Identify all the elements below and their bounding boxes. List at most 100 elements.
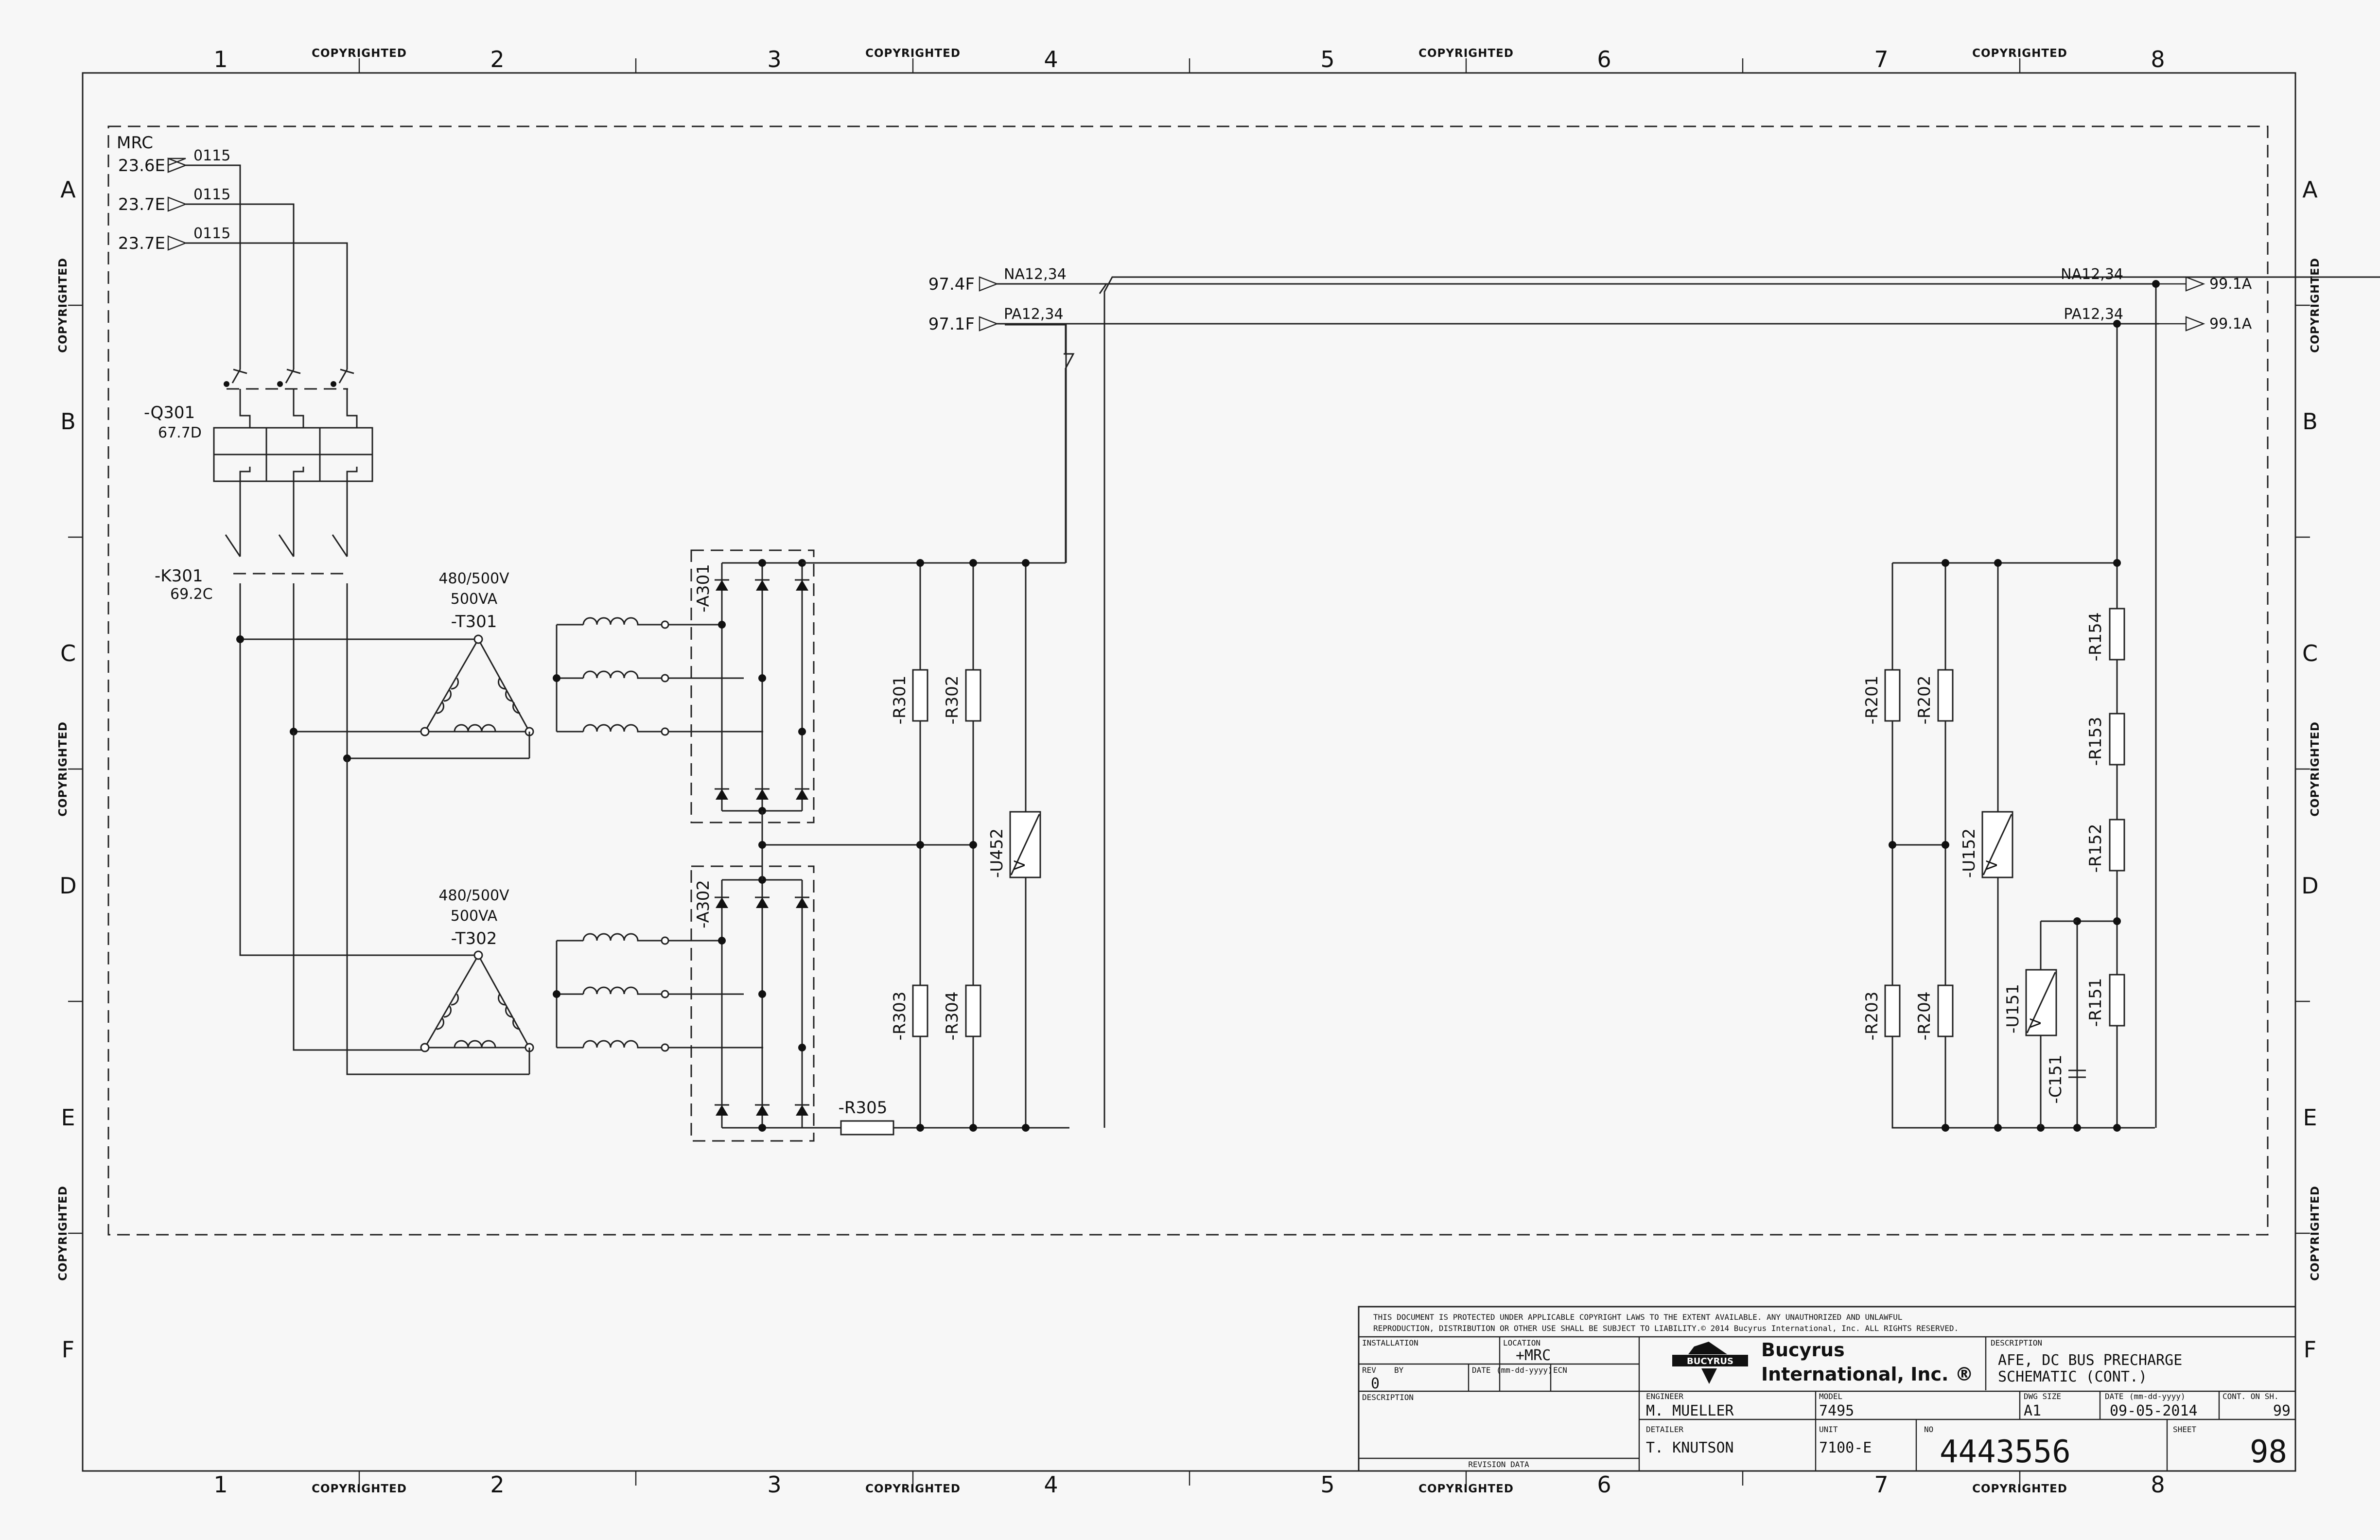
copyright-mark-top-4: COPYRIGHTED <box>1972 47 2067 60</box>
zone-col-top-6: 6 <box>1597 46 1611 72</box>
r301-tag: -R301 <box>890 676 910 725</box>
tb-company-2: International, Inc. ® <box>1761 1364 1974 1385</box>
tb-desc-line1: AFE, DC BUS PRECHARGE <box>1998 1352 2182 1369</box>
tb-model-label: MODEL <box>1819 1392 1842 1401</box>
u452-tag: -U452 <box>987 828 1007 878</box>
input-ref-2: 23.7E <box>118 195 165 214</box>
c151-tag: -C151 <box>2046 1055 2065 1104</box>
tb-date-label: DATE <box>1472 1365 1491 1375</box>
tb-date: 09-05-2014 <box>2110 1402 2198 1419</box>
zone-col-top-8: 8 <box>2151 46 2165 72</box>
r302-tag: -R302 <box>943 676 962 725</box>
rectifier-a301: -A301 <box>690 549 815 823</box>
zone-row-right-A: A <box>2302 176 2318 203</box>
r305-tag: -R305 <box>839 1098 888 1118</box>
zone-row-left-D: D <box>59 873 76 899</box>
copyright-mark-bottom-1: COPYRIGHTED <box>312 1483 407 1495</box>
r201-tag: -R201 <box>1862 676 1882 725</box>
copyright-mark-left-3: COPYRIGHTED <box>57 1186 70 1281</box>
u452-symbol: V <box>1012 860 1029 870</box>
right-dc-network: -R201 -R202 -R203 -R204 -R154 -R153 -R15… <box>1862 280 2160 1132</box>
r152-tag: -R152 <box>2086 824 2105 873</box>
copyright-mark-top-3: COPYRIGHTED <box>1418 47 1514 60</box>
bus-output-terminals: NA12,34 PA12,34 99.1A 99.1A <box>2061 266 2252 332</box>
tb-no-label: NO <box>1924 1425 1933 1434</box>
tb-dwgsize: A1 <box>2024 1402 2041 1419</box>
breaker-to-contactor-wires <box>239 481 348 557</box>
u152-symbol: V <box>1984 860 2001 870</box>
t301-tag: -T301 <box>451 612 497 631</box>
input-terminals: 23.6E 23.7E 23.7E 0115 0115 0115 <box>118 147 231 253</box>
zone-col-bottom-7: 7 <box>1874 1471 1888 1498</box>
tb-cont-label: CONT. ON SH. <box>2222 1392 2279 1401</box>
tb-desc-header: DESCRIPTION <box>1991 1338 2042 1348</box>
tb-number: 4443556 <box>1940 1434 2071 1470</box>
zone-col-top-2: 2 <box>490 46 504 72</box>
tb-cont: 99 <box>2273 1402 2291 1419</box>
mrc-enclosure <box>107 125 2269 1236</box>
a301-tag: -A301 <box>694 564 713 612</box>
tb-model: 7495 <box>1819 1402 1854 1419</box>
t301-power: 500VA <box>451 591 498 608</box>
copyright-mark-right-3: COPYRIGHTED <box>2309 1186 2322 1281</box>
zone-row-left-B: B <box>60 408 76 435</box>
u152-tag: -U152 <box>1960 828 1979 878</box>
r153-tag: -R153 <box>2086 717 2105 766</box>
zone-col-top-1: 1 <box>213 46 228 72</box>
u151-symbol: V <box>2028 1018 2045 1028</box>
zone-col-top-5: 5 <box>1320 46 1334 72</box>
tb-revision-data-label: REVISION DATA <box>1468 1460 1529 1469</box>
copyright-mark-bottom-3: COPYRIGHTED <box>1418 1483 1514 1495</box>
r204-tag: -R204 <box>1915 992 1934 1041</box>
tb-company-1: Bucyrus <box>1761 1339 1845 1361</box>
copyright-mark-bottom-2: COPYRIGHTED <box>865 1483 961 1495</box>
copyright-mark-bottom-4: COPYRIGHTED <box>1972 1483 2067 1495</box>
bus-out-ref-1: 99.1A <box>2209 276 2252 293</box>
contactor-k301: -K301 69.2C <box>155 534 350 603</box>
voltmeter-u452: V -U452 <box>987 811 1041 878</box>
tb-rev-value: 0 <box>1371 1375 1380 1392</box>
tb-engineer-label: ENGINEER <box>1646 1392 1683 1401</box>
input-ref-1: 23.6E <box>118 156 165 175</box>
tb-sheet: 98 <box>2250 1434 2287 1470</box>
copyright-mark-top-2: COPYRIGHTED <box>865 47 961 60</box>
bus-in-wire-2: PA12,34 <box>1004 306 1064 323</box>
tb-dwgsize-label: DWG SIZE <box>2024 1392 2061 1401</box>
zone-row-right-F: F <box>2304 1336 2316 1363</box>
r303-tag: -R303 <box>890 992 910 1041</box>
copyright-mark-top-1: COPYRIGHTED <box>312 47 407 60</box>
t301-rating: 480/500V <box>438 570 509 587</box>
tb-date2-label: DATE <box>2105 1392 2124 1401</box>
rectifier-a302: -A302 <box>690 865 815 1142</box>
k301-ref: 69.2C <box>170 586 213 603</box>
zone-col-top-3: 3 <box>767 46 781 72</box>
r203-tag: -R203 <box>1862 992 1882 1041</box>
tb-notice-1: THIS DOCUMENT IS PROTECTED UNDER APPLICA… <box>1373 1312 1903 1322</box>
copyright-mark-right-1: COPYRIGHTED <box>2309 258 2322 353</box>
bus-input-terminals: 97.4F 97.1F NA12,34 PA12,34 <box>928 266 2159 563</box>
tb-unit-label: UNIT <box>1819 1425 1838 1434</box>
input-wire-1: 0115 <box>193 147 230 164</box>
transformer-t302: 480/500V 500VA -T302 <box>420 887 534 1074</box>
zone-col-bottom-8: 8 <box>2151 1471 2165 1498</box>
bus-in-ref-2: 97.1F <box>928 315 975 334</box>
tb-installation-label: INSTALLATION <box>1362 1338 1418 1348</box>
k301-tag: -K301 <box>155 566 203 586</box>
tb-location-label: LOCATION <box>1503 1338 1540 1348</box>
secondary-windings <box>553 617 763 1052</box>
zone-row-left-F: F <box>62 1336 74 1363</box>
tb-desc-line2: SCHEMATIC (CONT.) <box>1998 1368 2147 1385</box>
tb-detailer: T. KNUTSON <box>1646 1439 1734 1456</box>
zone-row-right-E: E <box>2303 1104 2317 1131</box>
copyright-mark-left-1: COPYRIGHTED <box>57 258 70 353</box>
zone-row-left-A: A <box>60 176 76 203</box>
input-ref-3: 23.7E <box>118 234 165 253</box>
zone-row-right-D: D <box>2301 873 2318 899</box>
logo-text: BUCYRUS <box>1687 1356 1733 1366</box>
t302-rating: 480/500V <box>438 887 509 904</box>
q301-tag: -Q301 <box>144 403 195 422</box>
tb-detailer-label: DETAILER <box>1646 1425 1683 1434</box>
tb-notice-2: REPRODUCTION, DISTRIBUTION OR OTHER USE … <box>1373 1324 1959 1333</box>
r202-tag: -R202 <box>1915 676 1934 725</box>
tb-description-label: DESCRIPTION <box>1362 1393 1414 1402</box>
